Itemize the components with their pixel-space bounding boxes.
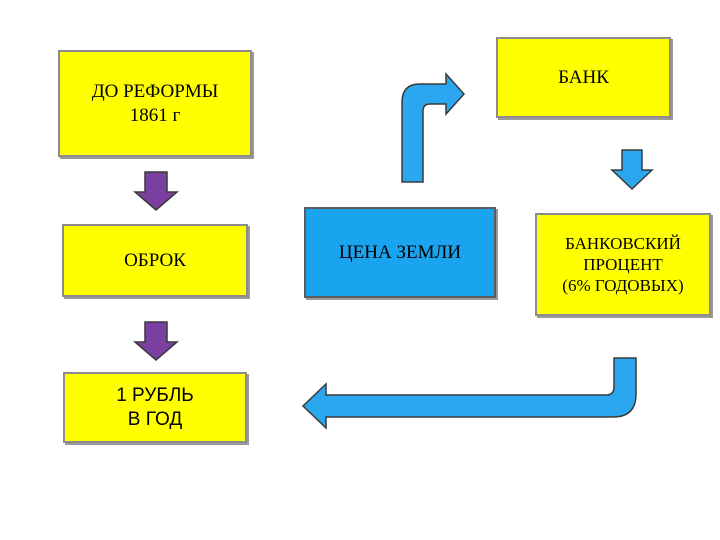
arrow-down-purple-1 (132, 171, 180, 211)
before-reform-label: ДО РЕФОРМЫ 1861 г (91, 80, 219, 126)
land-price-label: ЦЕНА ЗЕМЛИ (338, 241, 462, 263)
bank-interest-label: БАНКОВСКИЙ ПРОЦЕНТ (6% ГОДОВЫХ) (562, 233, 684, 296)
one-ruble-label: 1 РУБЛЬ В ГОД (116, 384, 194, 430)
arrow-u-turn-left (301, 357, 637, 430)
before-reform-box: ДО РЕФОРМЫ 1861 г (58, 50, 252, 157)
obrok-label: ОБРОК (124, 249, 186, 271)
bank-label: БАНК (558, 66, 609, 88)
arrow-down-purple-2 (132, 321, 180, 361)
land-price-box: ЦЕНА ЗЕМЛИ (304, 207, 496, 298)
arrow-down-blue (610, 149, 654, 191)
bank-interest-box: БАНКОВСКИЙ ПРОЦЕНТ (6% ГОДОВЫХ) (535, 213, 711, 316)
obrok-box: ОБРОК (62, 224, 248, 297)
one-ruble-box: 1 РУБЛЬ В ГОД (63, 372, 247, 443)
arrow-bent-up-right (401, 72, 466, 183)
bank-box: БАНК (496, 37, 671, 118)
